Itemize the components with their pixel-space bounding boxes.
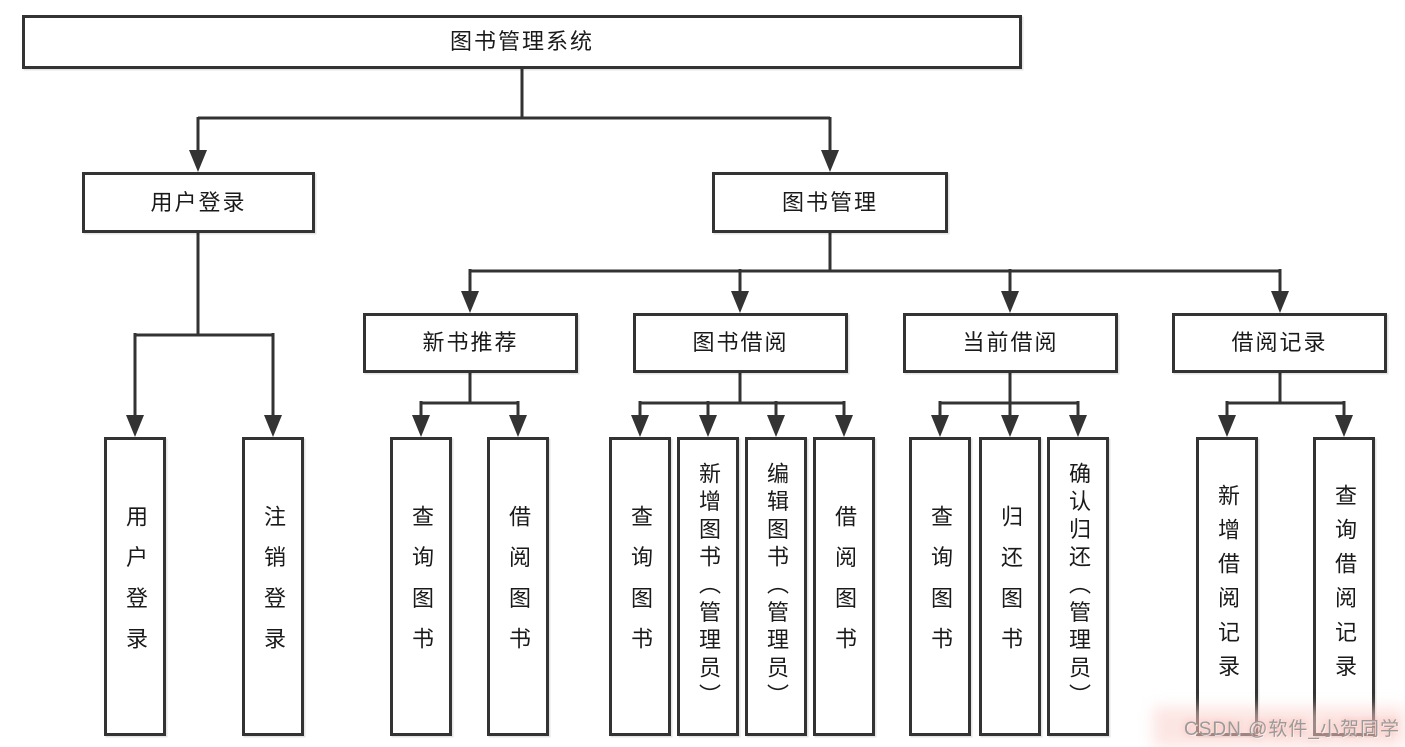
leaf-label: 查询图书 bbox=[409, 505, 434, 668]
connector-book-management bbox=[468, 233, 1282, 296]
connector-root bbox=[196, 69, 832, 155]
node-leaf-return-books: 归还图书 bbox=[979, 437, 1041, 736]
node-root: 图书管理系统 bbox=[22, 15, 1022, 69]
leaf-label: 新增借阅记录 bbox=[1215, 484, 1240, 689]
node-leaf-borrow-books-recommend: 借阅图书 bbox=[487, 437, 549, 736]
watermark-glow bbox=[1153, 707, 1405, 747]
node-book-management: 图书管理 bbox=[712, 172, 948, 233]
node-leaf-query-borrow-record: 查询借阅记录 bbox=[1313, 437, 1375, 736]
leaf-label: 查询借阅记录 bbox=[1332, 484, 1357, 689]
node-new-book-recommend: 新书推荐 bbox=[363, 313, 578, 373]
leaf-label: 查询图书 bbox=[928, 505, 953, 668]
leaf-label: 用户登录 bbox=[123, 505, 148, 668]
connector-borrow-records bbox=[1225, 373, 1346, 420]
node-leaf-query-books-borrow: 查询图书 bbox=[609, 437, 671, 736]
leaf-label: 注销登录 bbox=[261, 505, 286, 668]
node-leaf-add-book-admin: 新增图书（管理员） bbox=[677, 437, 739, 736]
node-leaf-user-login: 用户登录 bbox=[104, 437, 166, 736]
connector-new-book-recommend bbox=[419, 373, 520, 420]
arrow-down-icons-leaves bbox=[126, 415, 1353, 437]
node-book-borrow: 图书借阅 bbox=[633, 313, 848, 373]
connector-book-borrow bbox=[638, 373, 846, 420]
node-leaf-confirm-return-admin: 确认归还（管理员） bbox=[1047, 437, 1109, 736]
node-leaf-query-books-recommend: 查询图书 bbox=[390, 437, 452, 736]
node-leaf-edit-book-admin: 编辑图书（管理员） bbox=[745, 437, 807, 736]
node-user-login: 用户登录 bbox=[82, 172, 315, 233]
watermark: CSDN @软件_小贺同学 bbox=[1184, 719, 1400, 741]
node-leaf-logout: 注销登录 bbox=[242, 437, 304, 736]
arrow-down-icons-level2 bbox=[189, 150, 839, 172]
node-leaf-query-books-current: 查询图书 bbox=[909, 437, 971, 736]
connector-current-borrow bbox=[938, 373, 1080, 420]
leaf-label: 归还图书 bbox=[998, 505, 1023, 668]
connector-user-login bbox=[133, 233, 275, 420]
node-leaf-borrow-books: 借阅图书 bbox=[813, 437, 875, 736]
node-borrow-records: 借阅记录 bbox=[1172, 313, 1387, 373]
leaf-label: 新增图书（管理员） bbox=[696, 461, 721, 712]
node-current-borrow: 当前借阅 bbox=[903, 313, 1118, 373]
leaf-label: 查询图书 bbox=[628, 505, 653, 668]
leaf-label: 确认归还（管理员） bbox=[1066, 461, 1091, 712]
leaf-label: 借阅图书 bbox=[832, 505, 857, 668]
leaf-label: 编辑图书（管理员） bbox=[764, 461, 789, 712]
arrow-down-icons-level3 bbox=[461, 291, 1289, 313]
node-leaf-add-borrow-record: 新增借阅记录 bbox=[1196, 437, 1258, 736]
leaf-label: 借阅图书 bbox=[506, 505, 531, 668]
